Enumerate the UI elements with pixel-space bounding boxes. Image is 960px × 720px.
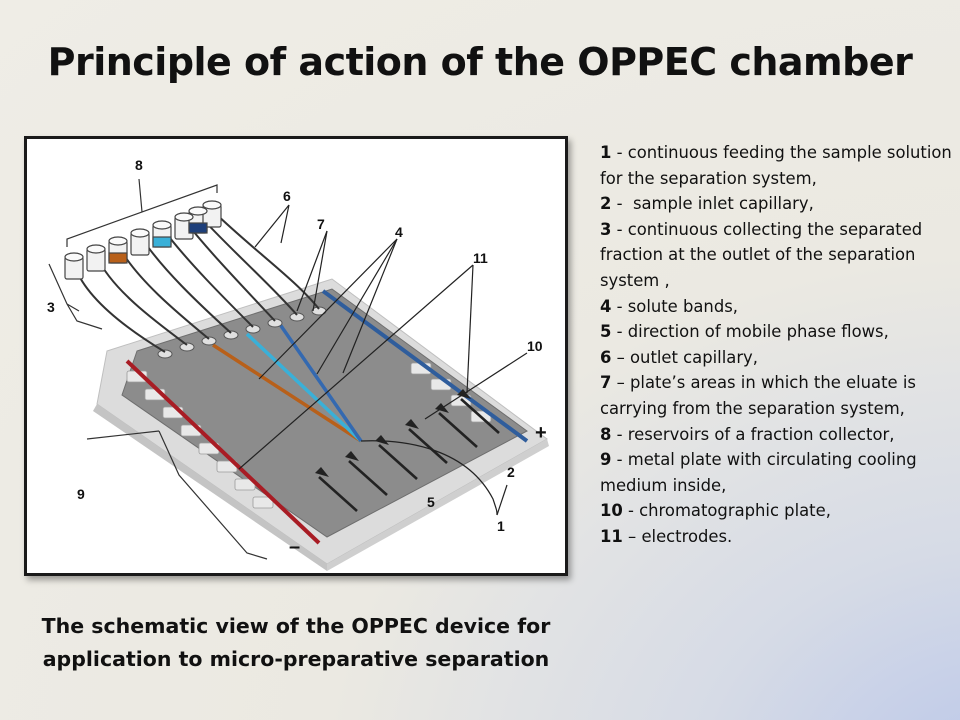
legend-separator: - xyxy=(611,296,628,316)
band-cyan xyxy=(245,332,363,443)
legend-item: 2 - sample inlet capillary, xyxy=(600,191,955,217)
label-8: 8 xyxy=(135,157,143,173)
flow-arrows xyxy=(318,398,500,512)
bracket-9 xyxy=(86,430,268,560)
legend-number: 3 xyxy=(600,219,612,239)
legend-text: reservoirs of a fraction collector, xyxy=(627,424,895,444)
page-title: Principle of action of the OPPEC chamber xyxy=(47,40,913,84)
legend-separator: - xyxy=(611,219,628,239)
legend-text: solute bands, xyxy=(627,296,738,316)
legend-separator: - xyxy=(611,424,628,444)
legend-separator: – xyxy=(611,373,631,393)
legend-item: 6 – outlet capillary, xyxy=(600,345,955,371)
reservoirs xyxy=(64,200,222,280)
legend-text: outlet capillary, xyxy=(630,347,758,367)
legend-separator: - xyxy=(611,450,628,470)
label-plus: + xyxy=(535,422,547,444)
label-9: 9 xyxy=(77,486,85,502)
label-4: 4 xyxy=(395,224,403,240)
leader-lines xyxy=(238,204,528,516)
band-orange xyxy=(212,343,362,443)
oppec-diagram: 8 6 7 4 11 3 10 + 2 9 5 1 – xyxy=(47,157,549,571)
legend-number: 10 xyxy=(600,501,623,521)
label-6: 6 xyxy=(283,188,291,204)
legend-number: 5 xyxy=(600,322,612,342)
label-3: 3 xyxy=(47,299,55,315)
legend-number: 4 xyxy=(600,296,612,316)
label-11: 11 xyxy=(473,250,488,266)
legend-item: 4 - solute bands, xyxy=(600,294,955,320)
legend-separator: - xyxy=(611,194,633,214)
label-7: 7 xyxy=(317,216,325,232)
legend-separator: – xyxy=(611,347,631,367)
diagram-frame: 8 6 7 4 11 3 10 + 2 9 5 1 – xyxy=(24,136,568,576)
legend-number: 1 xyxy=(600,143,612,162)
legend-item: 10 - chromatographic plate, xyxy=(600,498,955,524)
legend-text: chromatographic plate, xyxy=(639,501,831,521)
label-minus: – xyxy=(289,536,300,558)
legend-item: 8 - reservoirs of a fraction collector, xyxy=(600,422,955,448)
legend-text: continuous feeding the sample solution f… xyxy=(600,143,952,188)
label-2: 2 xyxy=(507,464,515,480)
label-10: 10 xyxy=(527,338,543,354)
legend-separator: - xyxy=(611,322,628,342)
red-electrode xyxy=(125,359,321,545)
legend-text: direction of mobile phase flows, xyxy=(627,322,889,342)
label-5: 5 xyxy=(427,494,435,510)
bracket-3 xyxy=(48,263,103,330)
legend-number: 11 xyxy=(600,526,623,546)
legend-text: continuous collecting the separated frac… xyxy=(600,219,923,290)
figure-caption: The schematic view of the OPPEC device f… xyxy=(41,614,551,671)
legend-text: electrodes. xyxy=(641,526,733,546)
legend-number: 8 xyxy=(600,424,612,444)
band-blue xyxy=(277,322,363,442)
legend-item: 9 - metal plate with circulating cooling… xyxy=(600,447,955,498)
legend-separator: - xyxy=(611,143,628,162)
legend-number: 7 xyxy=(600,373,612,393)
legend-number: 2 xyxy=(600,194,612,214)
legend-item: 11 – electrodes. xyxy=(600,524,955,550)
legend-separator: – xyxy=(622,526,642,546)
legend-text: plate’s areas in which the eluate is car… xyxy=(600,373,916,418)
plate-notches xyxy=(126,362,492,509)
legend-separator: - xyxy=(622,501,640,521)
label-1: 1 xyxy=(497,518,505,534)
legend-number: 9 xyxy=(600,450,612,470)
legend-item: 1 - continuous feeding the sample soluti… xyxy=(600,140,955,191)
legend-list: 1 - continuous feeding the sample soluti… xyxy=(600,140,955,550)
legend-item: 3 - continuous collecting the separated … xyxy=(600,217,955,294)
blue-electrode xyxy=(321,289,529,443)
legend-text: sample inlet capillary, xyxy=(632,194,814,214)
legend-item: 5 - direction of mobile phase flows, xyxy=(600,319,955,345)
legend-number: 6 xyxy=(600,347,612,367)
legend-text: metal plate with circulating cooling med… xyxy=(600,450,917,495)
bracket-8 xyxy=(66,178,218,247)
legend-item: 7 – plate’s areas in which the eluate is… xyxy=(600,370,955,421)
